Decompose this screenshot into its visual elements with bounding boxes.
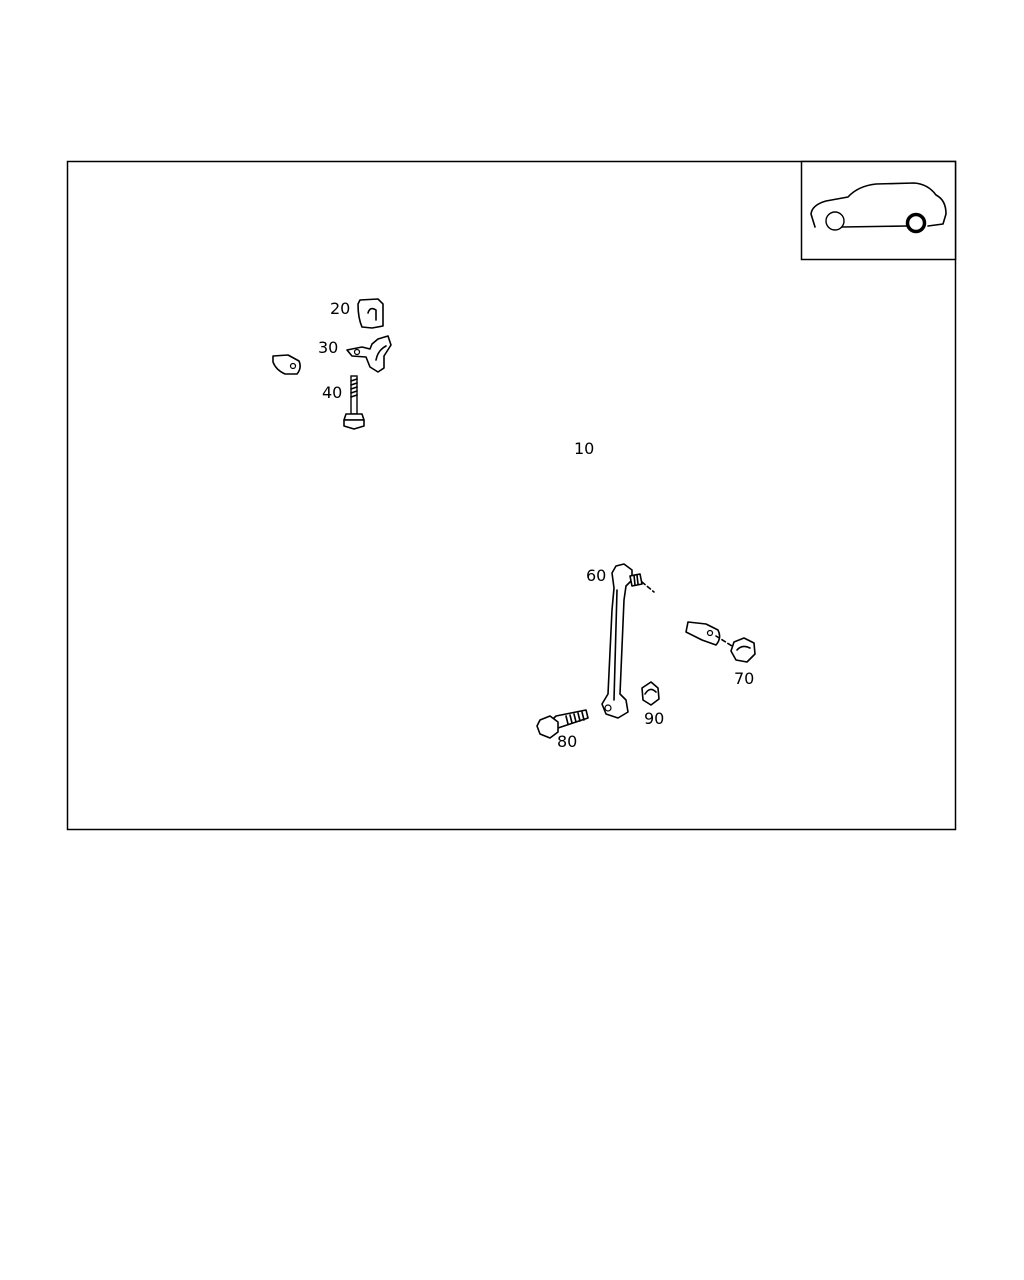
stabilizer-bar xyxy=(272,246,721,646)
callout-70: 70 xyxy=(734,669,754,688)
callout-60: 60 xyxy=(586,566,606,585)
bolt-40 xyxy=(343,375,365,430)
callout-90: 90 xyxy=(644,709,664,728)
link-rod xyxy=(601,563,655,719)
nut-70 xyxy=(715,635,756,663)
rubber-mount xyxy=(357,298,384,329)
bar-right-eye xyxy=(685,621,721,646)
callout-10: 10 xyxy=(574,439,594,458)
clamp-bracket xyxy=(346,335,392,373)
callout-80: 80 xyxy=(557,732,577,751)
nut-90 xyxy=(641,681,660,706)
callout-40: 40 xyxy=(322,383,342,402)
bolt-80 xyxy=(536,709,589,739)
vehicle-locator-inset xyxy=(800,160,957,261)
car-side-icon xyxy=(810,182,947,234)
rear-wheel-highlight-icon xyxy=(905,212,927,234)
callout-30: 30 xyxy=(318,338,338,357)
bar-left-eye xyxy=(272,354,301,375)
diagram-frame xyxy=(66,160,957,831)
front-wheel-icon xyxy=(825,211,845,231)
callout-20: 20 xyxy=(330,299,350,318)
